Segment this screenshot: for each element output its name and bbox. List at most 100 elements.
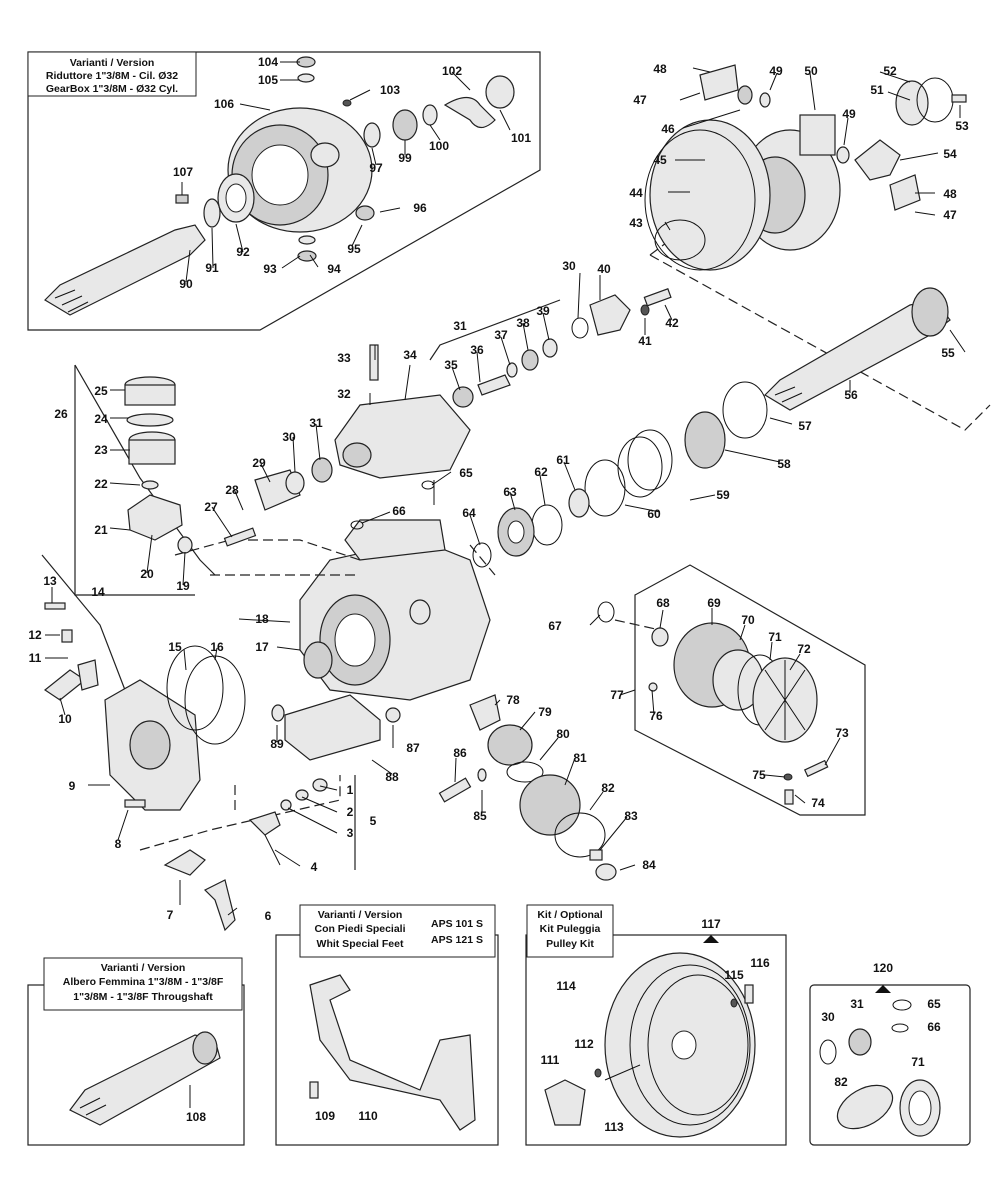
part-label-7: 7 [167,908,174,922]
feet-model-2: APS 121 S [431,934,483,946]
kit-120-frame [809,984,971,1146]
part-label-4: 4 [311,860,318,874]
gearbox-title-line-3: GearBox 1"3/8M - Ø32 Cyl. [46,83,178,95]
part-label-66b: 66 [927,1020,941,1034]
part-label-55: 55 [941,346,955,360]
part-label-44: 44 [629,186,643,200]
part-label-2: 2 [347,805,354,819]
part-label-103: 103 [380,83,400,97]
part-label-17: 17 [255,640,269,654]
part-label-41: 41 [638,334,652,348]
part-label-109: 109 [315,1109,335,1123]
part-label-30a: 30 [562,259,576,273]
part-label-12: 12 [28,628,42,642]
part-label-111: 111 [541,1053,560,1067]
part-label-28: 28 [225,483,239,497]
part-label-70: 70 [741,613,755,627]
kit-marker-120 [875,985,891,993]
gearbox-title-line-2: Riduttore 1"3/8M - Cil. Ø32 [46,70,178,82]
part-label-104: 104 [258,55,278,69]
throughshaft-title-line-3: 1"3/8M - 1"3/8F Througshaft [73,991,213,1003]
group-31-bracket [429,299,561,361]
part-label-82: 82 [601,781,615,795]
throughshaft-108 [69,1031,221,1126]
feet-model-1: APS 101 S [431,918,483,930]
part-label-23: 23 [94,443,108,457]
valve-parts-35-42 [369,288,672,408]
pulley-114 [544,952,756,1138]
part-label-97: 97 [369,161,383,175]
part-label-15: 15 [168,640,182,654]
part-label-63: 63 [503,485,517,499]
part-label-6: 6 [265,909,272,923]
part-label-48b: 48 [943,187,957,201]
part-label-62: 62 [534,465,548,479]
part-label-91: 91 [205,261,219,275]
part-label-56: 56 [844,388,858,402]
part-label-18: 18 [255,612,269,626]
part-label-100: 100 [429,139,449,153]
piston-parts-78-86 [438,694,617,881]
part-label-96: 96 [413,201,427,215]
part-label-39: 39 [536,304,550,318]
part-label-10: 10 [58,712,72,726]
special-feet-title-line-1: Varianti / Version [318,909,403,921]
pulley-kit-title-line-3: Pulley Kit [546,938,594,950]
throughshaft-title-box [43,957,243,1011]
part-label-89: 89 [270,737,284,751]
part-label-94: 94 [327,262,341,276]
part-label-105: 105 [258,73,278,87]
part-label-13: 13 [43,574,57,588]
pulley-kit-title-box [526,904,614,958]
valve-parts-68-76 [597,601,829,805]
part-label-66a: 66 [392,504,406,518]
pump-shaft-56 [764,287,951,411]
special-feet-title-box [299,904,496,958]
part-label-108: 108 [186,1110,206,1124]
leader-lines [45,61,966,916]
part-label-14: 14 [91,585,105,599]
part-label-64: 64 [462,506,476,520]
part-label-51: 51 [870,83,884,97]
part-label-80: 80 [556,727,570,741]
part-label-107: 107 [173,165,193,179]
part-label-115: 115 [724,968,744,982]
special-feet-title-line-3: Whit Special Feet [317,938,404,950]
part-label-67: 67 [548,619,562,633]
part-label-22: 22 [94,477,108,491]
part-label-95: 95 [347,242,361,256]
pulley-kit-frame [525,934,787,1146]
linkage-27-31 [223,457,333,547]
part-label-114: 114 [556,979,576,993]
part-label-31a: 31 [453,319,467,333]
feet-88 [271,694,401,761]
part-label-74: 74 [811,796,825,810]
part-label-9: 9 [69,779,76,793]
part-label-79: 79 [538,705,552,719]
part-label-19: 19 [176,579,190,593]
part-label-77: 77 [610,688,624,702]
part-label-33: 33 [337,351,351,365]
part-label-88: 88 [385,770,399,784]
part-label-117: 117 [701,917,721,931]
part-label-40: 40 [597,262,611,276]
part-label-53: 53 [955,119,969,133]
part-label-60: 60 [647,507,661,521]
kit-120-parts [819,999,941,1137]
part-label-49a: 49 [769,64,783,78]
part-label-29: 29 [252,456,266,470]
part-label-58: 58 [777,457,791,471]
throughshaft-title-line-2: Albero Femmina 1"3/8M - 1"3/8F [63,976,224,988]
part-label-76: 76 [649,709,663,723]
part-label-48a: 48 [653,62,667,76]
part-label-65a: 65 [459,466,473,480]
pump-housing-18 [299,519,491,701]
part-label-81: 81 [573,751,587,765]
part-label-34: 34 [403,348,417,362]
part-label-75: 75 [752,768,766,782]
throughshaft-title-line-1: Varianti / Version [101,962,186,974]
part-label-20: 20 [140,567,154,581]
bearing-set-57-64 [350,381,768,568]
part-label-27: 27 [204,500,218,514]
part-label-106: 106 [214,97,234,111]
